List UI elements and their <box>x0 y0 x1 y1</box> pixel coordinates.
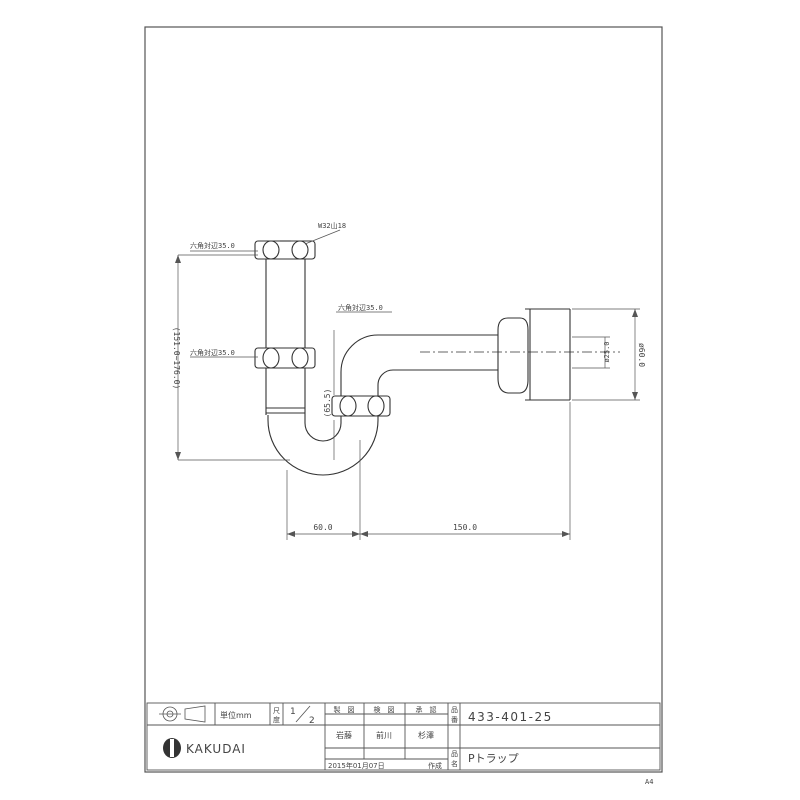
part-number-label-2: 番 <box>451 716 458 724</box>
dimensions <box>177 229 640 540</box>
dim-right-span: 150.0 <box>453 523 477 532</box>
product-name: Pトラップ <box>468 752 519 765</box>
col-drafter: 製 図 <box>334 705 355 714</box>
product-name-label-2: 名 <box>451 759 458 768</box>
product-name-label-1: 品 <box>451 750 458 758</box>
unit-label: 単位mm <box>220 710 252 720</box>
title-block <box>146 702 661 771</box>
sheet-border <box>144 26 663 773</box>
part-number: 433-401-25 <box>468 710 553 724</box>
dim-nut-right: 六角対辺35.0 <box>338 303 383 312</box>
dim-offset: (65.5) <box>323 389 332 418</box>
dim-left-span: 60.0 <box>313 523 332 532</box>
scale-denominator: 2 <box>309 716 315 726</box>
dim-nut-top: 六角対辺35.0 <box>190 241 235 250</box>
creation-label: 作成 <box>428 761 442 770</box>
dim-nut-mid: 六角対辺35.0 <box>190 348 235 357</box>
projection-symbol-icon <box>159 705 206 723</box>
dim-wall-dia: ø60.0 <box>637 343 646 367</box>
creation-date: 2015年01月07日 <box>328 761 385 770</box>
col-approver: 承 認 <box>416 705 437 714</box>
name-checker: 前川 <box>376 730 392 740</box>
col-checker: 検 図 <box>374 705 395 714</box>
p-trap-drawing <box>254 240 620 476</box>
right-nut <box>331 395 391 417</box>
tailpiece-pipe <box>265 252 306 415</box>
part-number-label-1: 品 <box>451 706 458 714</box>
scale-label-2: 度 <box>273 715 280 724</box>
name-drafter: 岩藤 <box>336 730 352 740</box>
brand-name: KAKUDAI <box>186 742 246 756</box>
name-approver: 杉澤 <box>418 730 434 740</box>
kakudai-logo-icon <box>163 738 181 758</box>
middle-nut <box>254 347 316 369</box>
top-nut <box>254 240 316 260</box>
dim-thread: W32山18 <box>318 221 346 230</box>
wall-flange <box>497 308 571 401</box>
dimension-arrows <box>175 255 638 537</box>
scale-label-1: 尺 <box>273 707 280 715</box>
scale-numerator: 1 <box>290 707 296 717</box>
dim-inner-dia: ø25.0 <box>603 341 611 362</box>
paper-size: A4 <box>645 778 653 786</box>
outlet-pipe <box>340 334 508 400</box>
u-bend <box>267 410 379 476</box>
dim-height: (151.0~176.0) <box>172 327 181 390</box>
